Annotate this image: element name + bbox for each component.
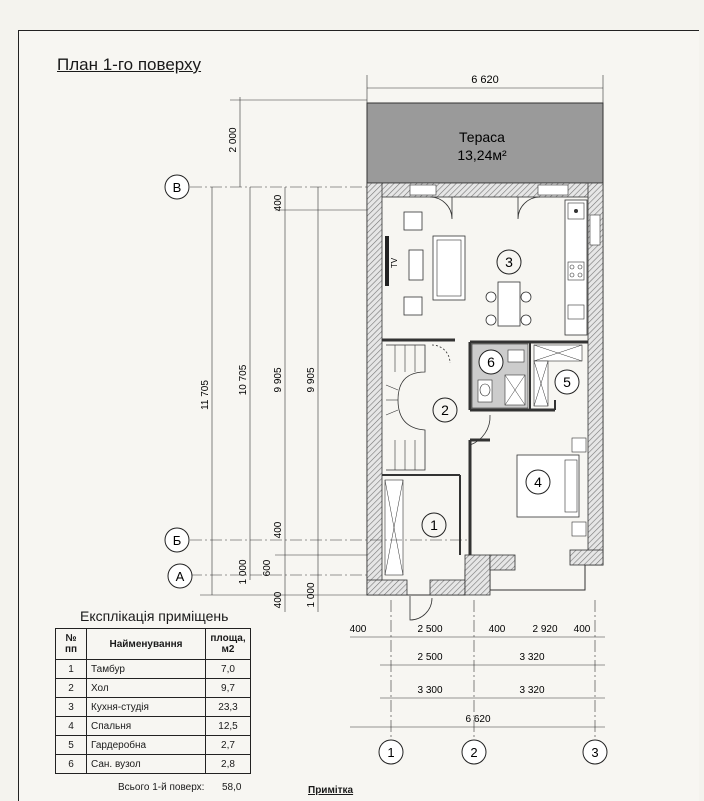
- total-label: Всього 1-й поверх:: [118, 782, 205, 793]
- axis-markers: В Б А 1 2 3: [164, 174, 608, 765]
- total-value: 58,0: [222, 782, 242, 793]
- terrace-area: [366, 102, 604, 184]
- room-number: 2: [441, 402, 449, 418]
- terrace-area-label: 13,24м²: [457, 147, 507, 163]
- dim-text: 10 705: [238, 364, 249, 395]
- dim-text: 3 320: [519, 685, 544, 696]
- axis-label: Б: [173, 533, 182, 548]
- header-name: Найменування: [86, 628, 206, 660]
- room-number: 3: [505, 254, 513, 270]
- note-label: Примітка: [308, 785, 354, 796]
- axis-label: 3: [591, 745, 598, 760]
- dim-text: 1 000: [306, 582, 317, 607]
- explication-title: Експлікація приміщень: [80, 608, 229, 624]
- dim-text: 2 920: [532, 624, 557, 635]
- dim-text: 9 905: [306, 367, 317, 392]
- axis-label: В: [173, 180, 182, 195]
- wall-left: [366, 182, 383, 596]
- room-markers: 3 2 1 4 5 6: [421, 249, 580, 538]
- dim-text: 400: [350, 624, 367, 635]
- dim-text: 3 300: [417, 685, 442, 696]
- dim-text: 11 705: [200, 380, 211, 410]
- dim-text: 400: [489, 624, 506, 635]
- dim-text: 9 905: [273, 367, 284, 392]
- terrace-label: Тераса: [459, 129, 505, 145]
- dim-text: 400: [273, 521, 284, 538]
- dim-text: 6 620: [471, 74, 499, 86]
- dim-text: 400: [273, 591, 284, 608]
- wall-bottom-left: [366, 579, 408, 596]
- dim-text: 2 500: [417, 624, 442, 635]
- header-area: площа, м2: [205, 628, 251, 660]
- dim-text: 400: [574, 624, 591, 635]
- header-no: № пп: [55, 628, 87, 660]
- dim-text: 6 620: [465, 714, 490, 725]
- room-number: 1: [430, 517, 438, 533]
- dim-text: 2 500: [417, 652, 442, 663]
- dim-text: 400: [273, 194, 284, 211]
- dim-text: 1 000: [238, 559, 249, 584]
- dim-text: 3 320: [519, 652, 544, 663]
- plan-title: План 1-го поверху: [57, 55, 202, 74]
- axis-label: А: [176, 569, 185, 584]
- room-number: 4: [534, 474, 542, 490]
- dim-text: 600: [262, 559, 273, 576]
- axis-label: 2: [470, 745, 477, 760]
- axis-label: 1: [387, 745, 394, 760]
- room-number: 5: [563, 374, 571, 390]
- room-number: 6: [487, 354, 495, 370]
- dim-text: 2 000: [228, 127, 239, 152]
- tv-icon: [385, 236, 389, 286]
- tv-label: TV: [390, 257, 399, 268]
